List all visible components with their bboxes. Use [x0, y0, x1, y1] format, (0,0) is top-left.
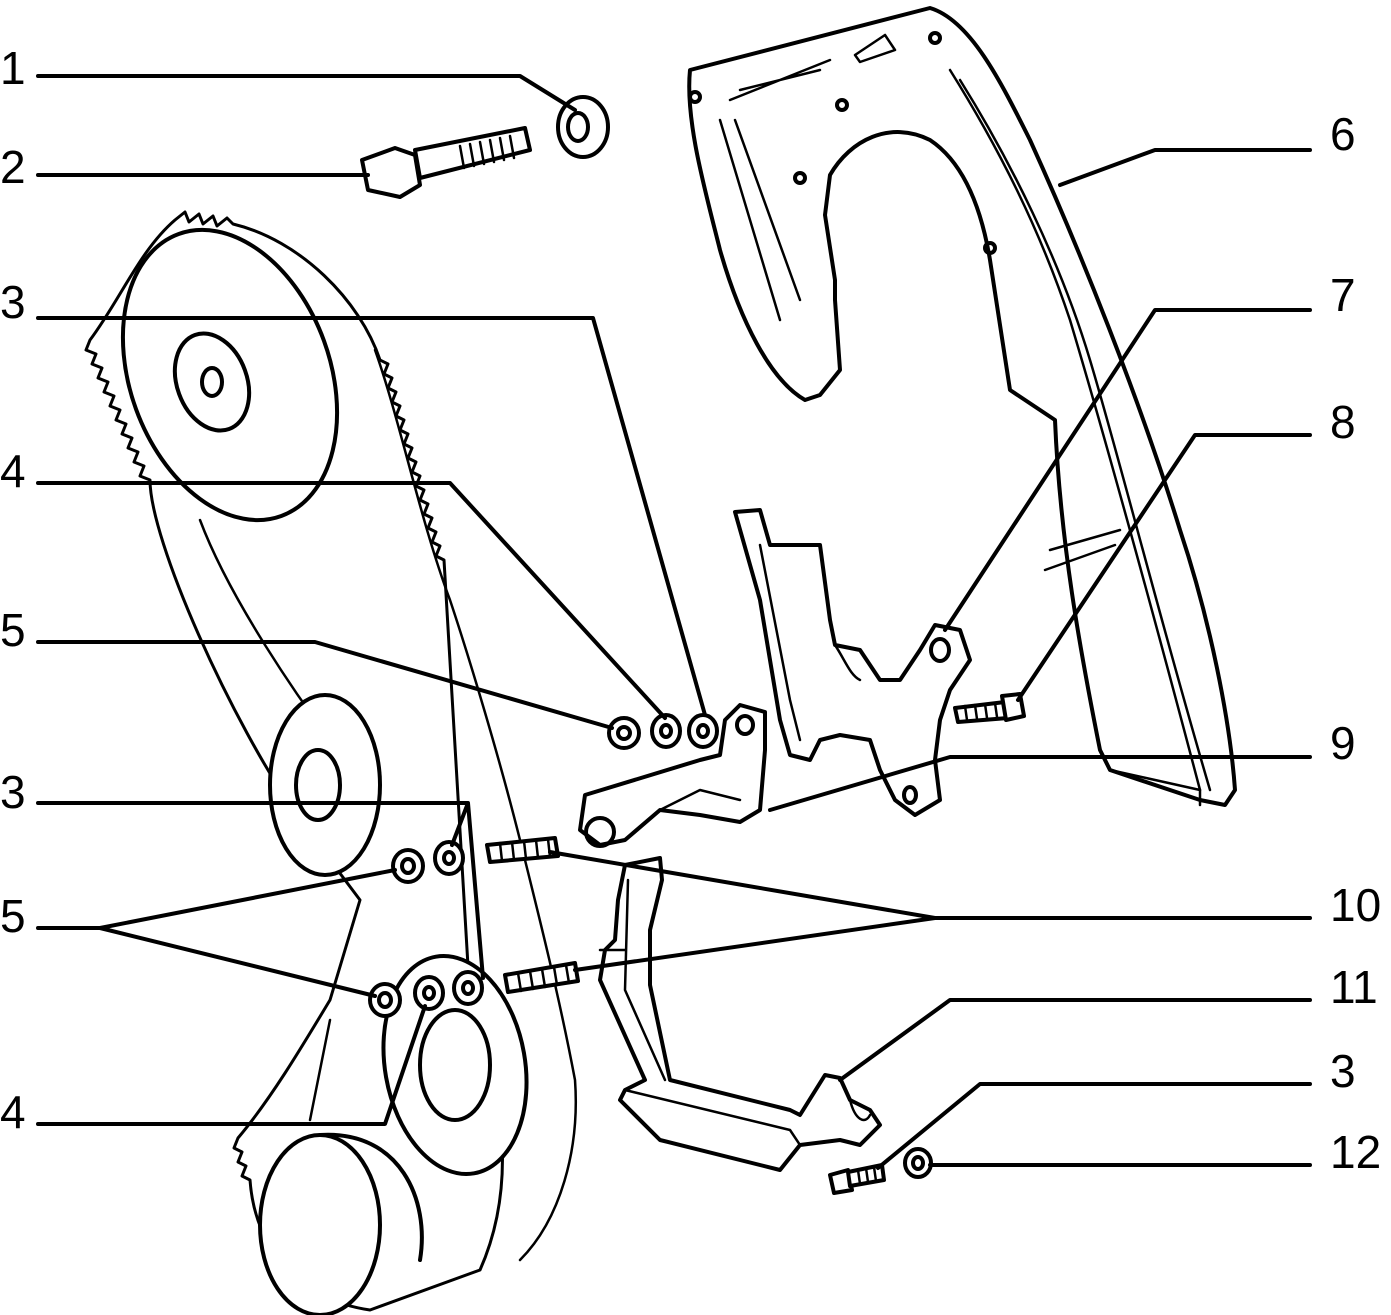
- leader-lines: [36, 74, 1312, 1170]
- part-2-bolt: [360, 126, 532, 199]
- lower-pulley: [381, 953, 529, 1177]
- washer-4-upper: [650, 713, 682, 749]
- leader-9: [768, 755, 1312, 812]
- callout-12: 12: [1330, 1126, 1381, 1178]
- callout-4-bottom: 4: [0, 1086, 26, 1138]
- nut-5-mid: [391, 848, 425, 884]
- callout-3-top: 3: [0, 276, 26, 328]
- callout-3-mid: 3: [0, 766, 26, 818]
- leader-10: [548, 850, 1312, 972]
- callout-2: 2: [0, 141, 26, 193]
- nut-5-upper: [607, 716, 641, 750]
- leader-3c: [876, 1082, 1312, 1170]
- part-9-bracket-arm: [578, 703, 767, 848]
- leader-4b: [36, 1004, 427, 1126]
- callout-5-mid: 5: [0, 890, 26, 942]
- leader-3b: [36, 801, 485, 980]
- washer-3-lower: [452, 970, 484, 1006]
- part-12-washer: [903, 1147, 933, 1179]
- part-1-washer: [556, 95, 610, 159]
- tensioner-pulley: [268, 693, 382, 877]
- callout-4-top: 4: [0, 445, 26, 497]
- leader-6: [1058, 148, 1312, 187]
- part-3-screw-bottom: [828, 1163, 886, 1195]
- part-6-upper-cover: [687, 6, 1237, 807]
- part-11-lower-cover: [598, 856, 882, 1172]
- timing-belt-assembly: [84, 210, 577, 1315]
- washer-3-mid: [433, 840, 465, 876]
- washer-3-upper: [687, 713, 719, 749]
- leader-11: [838, 998, 1312, 1082]
- washer-4-lower: [413, 975, 445, 1011]
- part-10-stud-upper: [485, 836, 560, 864]
- part-7-middle-bracket: [733, 508, 972, 817]
- callout-5-top: 5: [0, 604, 26, 656]
- leader-4a: [36, 481, 667, 720]
- callout-6: 6: [1330, 108, 1356, 160]
- leader-5b: [36, 868, 397, 998]
- callout-10: 10: [1330, 879, 1381, 931]
- callout-labels: 1 2 3 4 5 3 5 4 6 7 8 9 10 11 3 12: [0, 42, 1381, 1178]
- part-10-stud-lower: [503, 961, 580, 994]
- leader-3a: [36, 316, 707, 717]
- leader-1: [36, 74, 577, 112]
- callout-7: 7: [1330, 269, 1356, 321]
- leader-5a: [36, 640, 614, 730]
- leader-7: [943, 308, 1312, 632]
- callout-3-bottom: 3: [1330, 1045, 1356, 1097]
- part-8-screw: [953, 692, 1026, 724]
- crank-pulley: [258, 1133, 382, 1315]
- callout-9: 9: [1330, 717, 1356, 769]
- nut-5-lower: [368, 982, 402, 1018]
- upper-pulley: [120, 227, 340, 523]
- callout-8: 8: [1330, 396, 1356, 448]
- callout-1: 1: [0, 42, 26, 94]
- leader-8: [1016, 433, 1312, 702]
- callout-11: 11: [1330, 961, 1378, 1013]
